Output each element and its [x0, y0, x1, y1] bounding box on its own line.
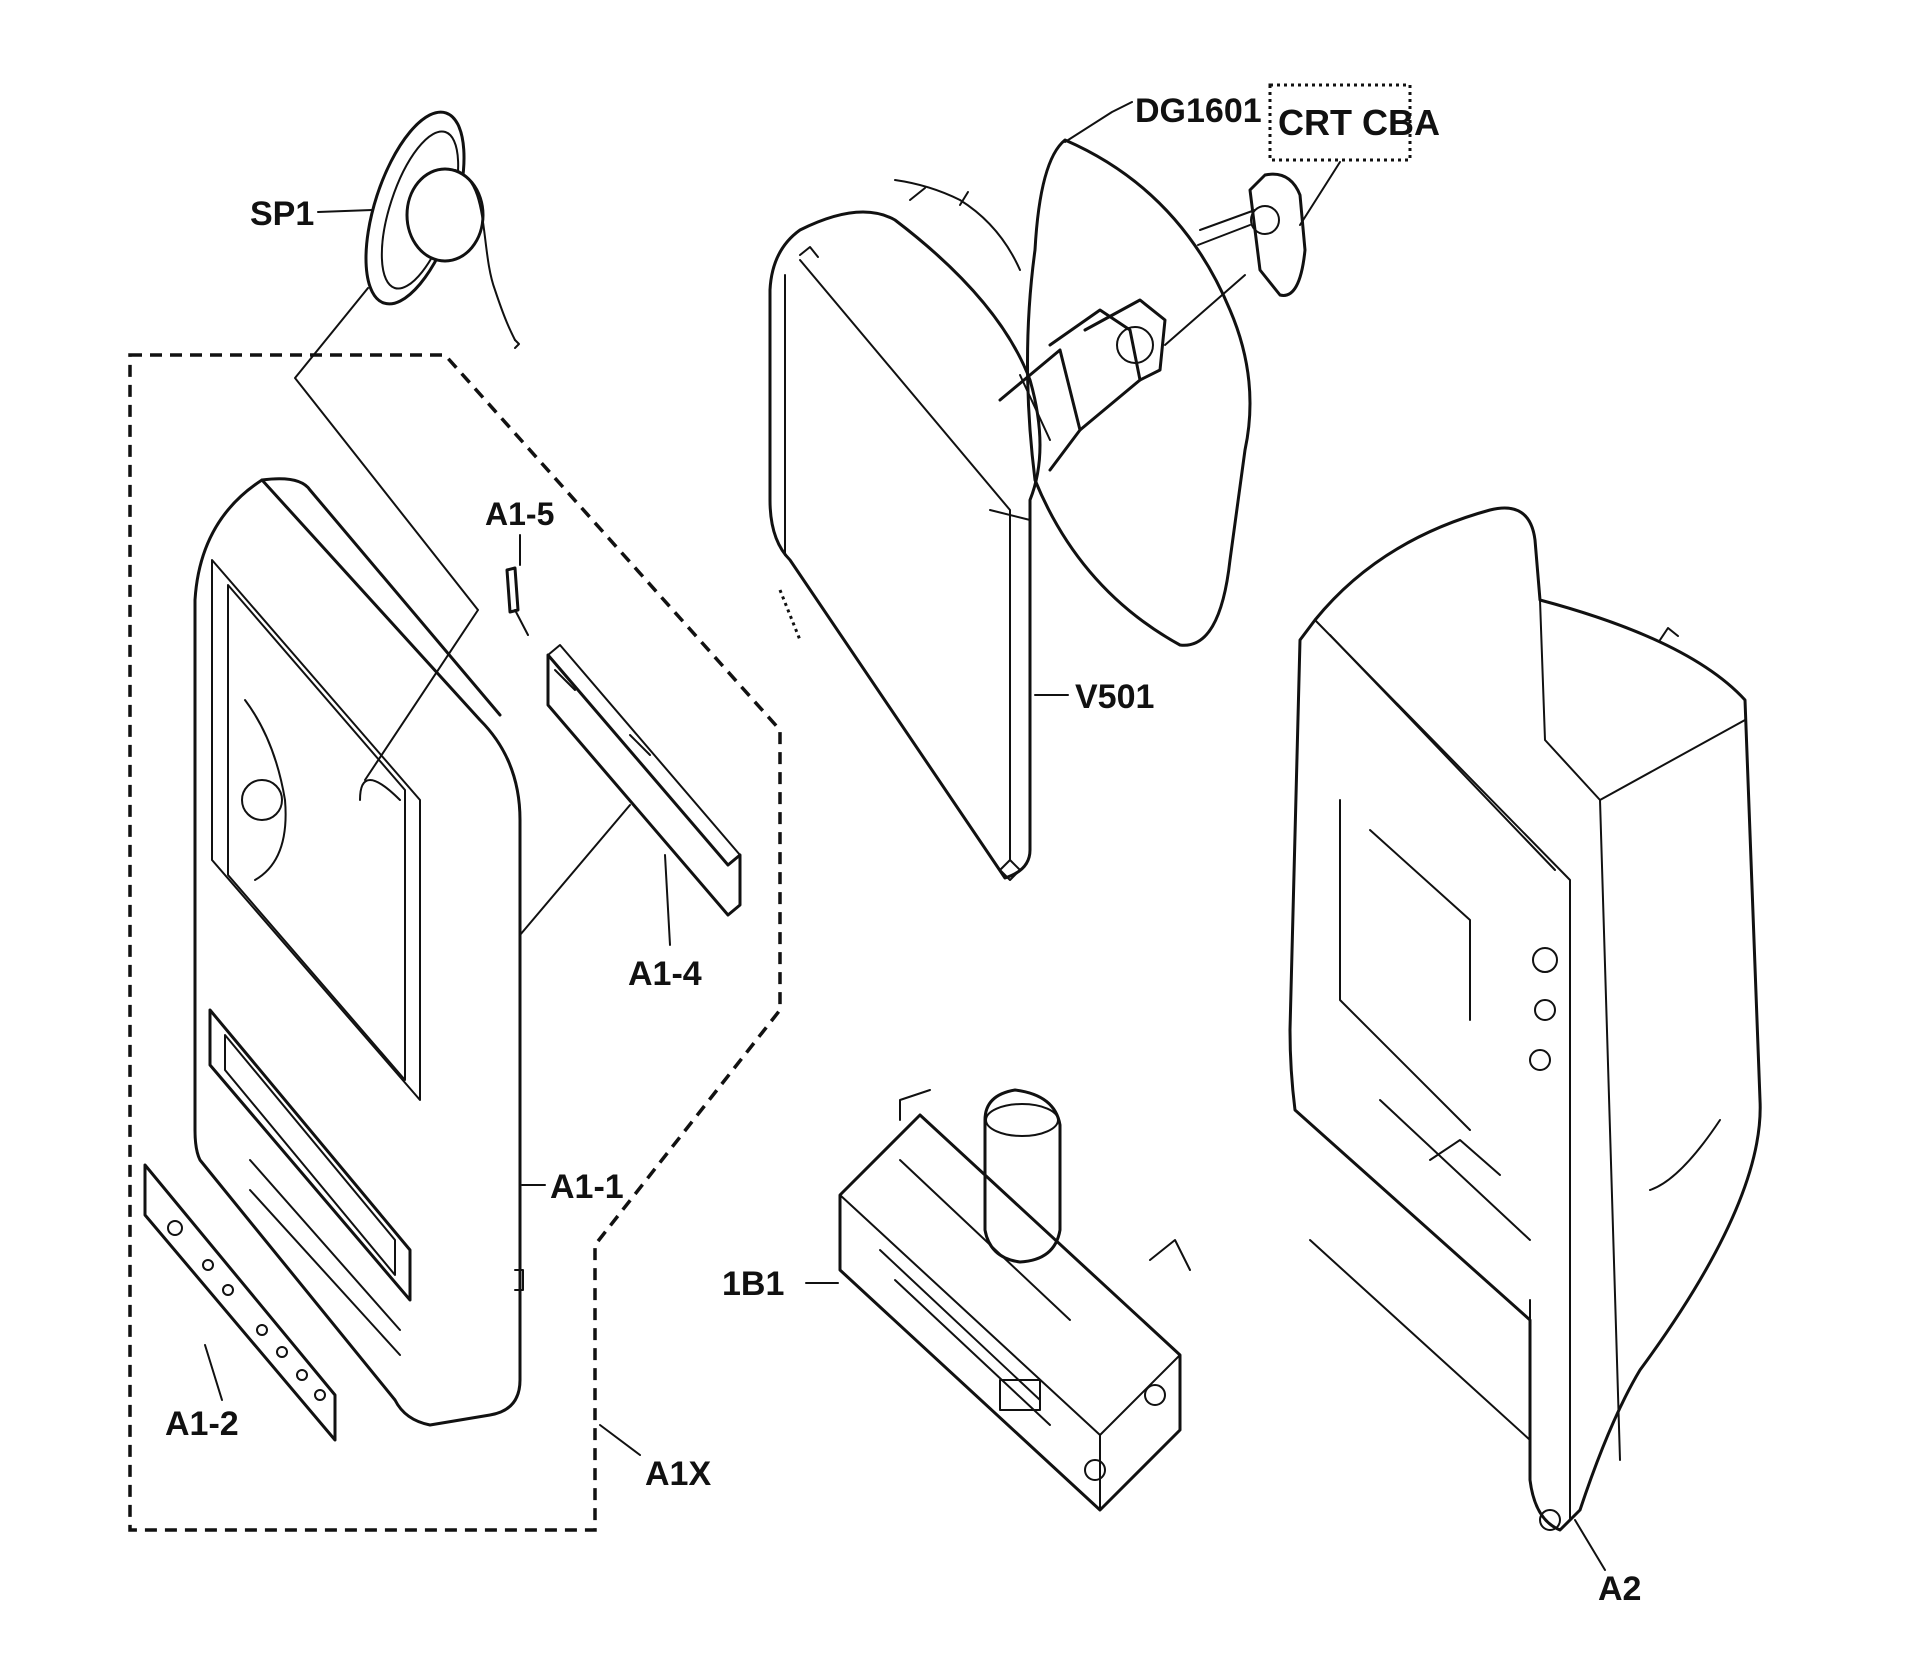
leader-sp1: [317, 209, 373, 213]
label-a2: A2: [1598, 1570, 1641, 1608]
label-a1-4: A1-4: [628, 955, 702, 993]
a1-4-projection-line: [519, 804, 631, 936]
speaker-projection-lines: [294, 287, 479, 781]
leader-a1-2: [204, 1344, 223, 1401]
crt-tube-v501: [768, 179, 1167, 881]
leader-a2: [1574, 1519, 1606, 1571]
part-a1-4: [546, 644, 742, 917]
label-crt-cba: CRT CBA: [1278, 102, 1440, 143]
label-a1-1: A1-1: [550, 1168, 624, 1206]
label-a1-5: A1-5: [485, 496, 554, 532]
vcr-mechanism-1b1: [838, 1088, 1191, 1512]
label-1b1: 1B1: [722, 1265, 784, 1303]
speaker-sp1: [364, 110, 520, 349]
label-sp1: SP1: [250, 195, 314, 233]
crt-cba-connector-line: [1164, 274, 1246, 346]
leader-crt-cba: [1299, 161, 1341, 226]
label-dg1601: DG1601: [1135, 92, 1262, 130]
label-a1-2: A1-2: [165, 1405, 239, 1443]
front-panel-a1-2: [143, 1163, 337, 1442]
front-cabinet-a1-1: [193, 477, 524, 1427]
rear-cabinet-a2: [1288, 506, 1762, 1532]
leader-dg1601: [1064, 101, 1133, 143]
leader-a1-4: [664, 854, 671, 946]
crt-cba-dotted-box: [1268, 83, 1412, 162]
degauss-coil-dg1601: [1026, 138, 1252, 647]
crt-cba-board: [1164, 172, 1307, 346]
part-a1-5: [505, 566, 529, 636]
label-a1x: A1X: [645, 1455, 711, 1493]
a1x-group-boundary: [128, 353, 782, 1532]
label-v501: V501: [1075, 678, 1154, 716]
leader-a1x: [599, 1424, 641, 1456]
